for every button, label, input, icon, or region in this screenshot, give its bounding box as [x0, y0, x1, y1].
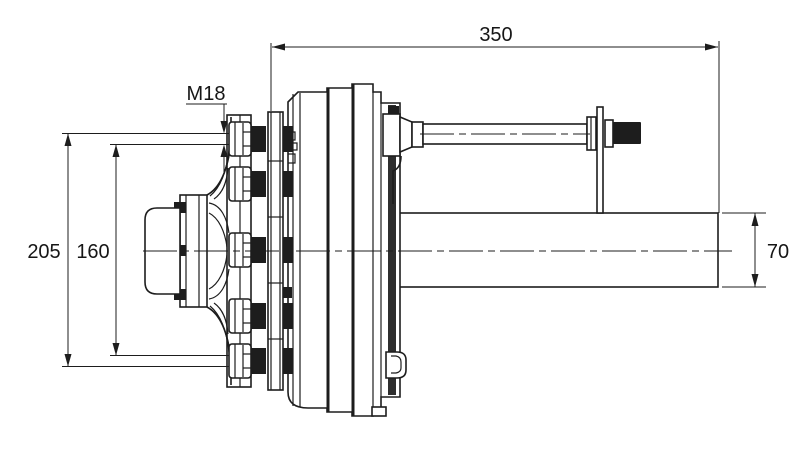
arrowhead [64, 354, 72, 367]
arrowhead [112, 144, 120, 157]
retainer-clip [282, 287, 292, 298]
arrowhead [112, 343, 120, 356]
dim-160-label: 160 [76, 241, 109, 263]
dimension-bolt-circle: 160 [76, 144, 229, 356]
rod-washer [604, 119, 614, 148]
wheel-studs [228, 121, 266, 379]
arrowhead [64, 133, 72, 146]
arrowhead [751, 213, 759, 226]
axle-tube [383, 202, 719, 298]
arrowhead [751, 274, 759, 287]
cable-bracket-tab [385, 351, 407, 379]
backing-plate-band [388, 105, 396, 395]
wheel-stud-row [228, 343, 266, 379]
support-bar [596, 106, 604, 214]
dimension-stud-thread: M18 [186, 83, 228, 172]
arrowhead [220, 144, 228, 157]
dim-m18-label: M18 [187, 83, 226, 105]
spring-clips [288, 131, 298, 164]
rod-cone [399, 115, 413, 154]
arrowhead [272, 43, 285, 51]
dimension-tube-size: 70 [722, 212, 789, 288]
cable-bracket-inner [391, 355, 402, 374]
dimension-overall-length: 350 [270, 24, 720, 213]
rod-threaded-end [613, 122, 641, 144]
backing-plate-foot [371, 406, 387, 417]
rod-mount-block [382, 113, 401, 157]
dimension-flange-od: 205 [27, 133, 229, 367]
dim-205-label: 205 [27, 241, 60, 263]
wheel-stud-row [228, 121, 266, 157]
wheel-stud-row [228, 166, 266, 202]
lever-bolt [388, 106, 399, 114]
arrowhead [705, 43, 718, 51]
centerlines [143, 133, 732, 252]
dim-350-label: 350 [479, 24, 512, 46]
backing-plate-flange [392, 155, 402, 204]
arrowhead [220, 121, 228, 134]
brake-rod-assembly [382, 106, 641, 214]
dim-70-label: 70 [767, 241, 789, 263]
wheel-stud-row [228, 298, 266, 334]
drum-face-spacers [281, 126, 298, 374]
wheel-stud-row [228, 232, 266, 268]
